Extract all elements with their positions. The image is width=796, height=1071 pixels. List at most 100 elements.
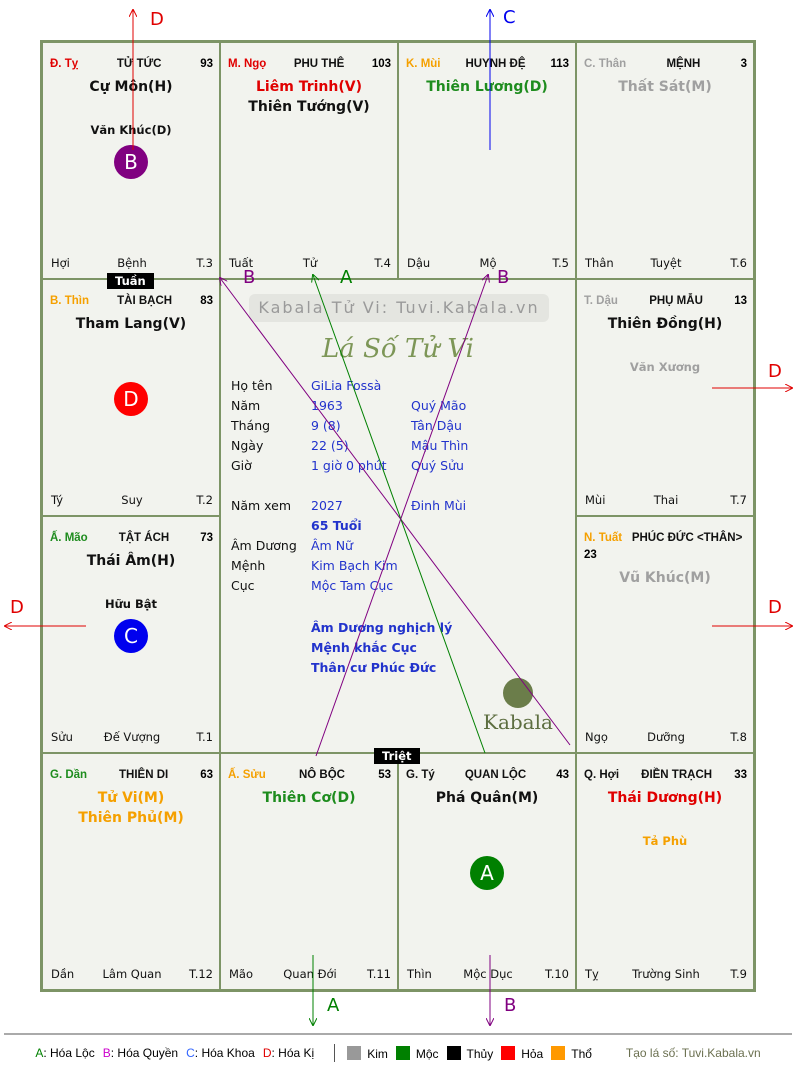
minor-star: Văn Khúc(D) bbox=[90, 123, 172, 137]
footer-branch: Tuất bbox=[229, 256, 254, 270]
element-swatch bbox=[501, 1045, 516, 1060]
kabala-logo[interactable]: Kabala bbox=[483, 678, 553, 734]
main-stars: Thái Âm(H) bbox=[43, 551, 219, 571]
life-stage: Quan Đới bbox=[283, 967, 337, 981]
arrow-label: D bbox=[10, 597, 24, 618]
palace-name: PHÚC ĐỨC <THÂN> bbox=[631, 532, 743, 544]
element-label: Thổ bbox=[571, 1046, 592, 1061]
info-label: Giờ bbox=[231, 458, 252, 473]
credit-link[interactable]: Tạo lá số: Tuvi.Kabala.vn bbox=[625, 1046, 761, 1060]
tuan-tag: Tuần bbox=[107, 273, 154, 289]
footer-branch: Thân bbox=[585, 256, 614, 270]
footer-branch: Hợi bbox=[51, 256, 70, 270]
life-stage: Trường Sinh bbox=[632, 967, 700, 981]
info-label: Năm bbox=[231, 398, 261, 413]
chart-board: Kabala Tử Vi: Tuvi.Kabala.vn Lá Số Tử Vi… bbox=[40, 40, 756, 992]
legend-key-text: : Hóa Khoa bbox=[194, 1046, 255, 1060]
arrow-label: B bbox=[243, 267, 256, 288]
chart-note: Mệnh khắc Cục bbox=[311, 640, 417, 655]
hoa-badge: B bbox=[114, 145, 148, 179]
stem-branch: Đ. Tỵ bbox=[50, 58, 79, 70]
main-star: Thiên Đồng(H) bbox=[607, 316, 723, 332]
decade-label: T.8 bbox=[730, 730, 747, 744]
arrow-label: C bbox=[503, 7, 516, 28]
info-value: 1 giờ 0 phút bbox=[311, 458, 387, 473]
life-stage: Tuyệt bbox=[650, 256, 682, 270]
legend-key-text: : Hóa Lộc bbox=[43, 1046, 95, 1060]
info-label: Ngày bbox=[231, 438, 264, 453]
footer-branch: Dần bbox=[51, 967, 75, 981]
legend-element: Kim bbox=[347, 1045, 388, 1061]
life-stage: Tử bbox=[302, 256, 318, 270]
info-label: Họ tên bbox=[231, 378, 273, 393]
decade-label: T.5 bbox=[552, 256, 569, 270]
hoa-badge: D bbox=[114, 382, 148, 416]
arrow-label: B bbox=[504, 995, 517, 1016]
main-star: Thái Dương(H) bbox=[607, 790, 723, 806]
palace-name: TẬT ÁCH bbox=[118, 532, 170, 544]
info-extra: Quý Mão bbox=[411, 398, 467, 413]
palace-number: 73 bbox=[200, 532, 213, 544]
info-value: Mộc Tam Cục bbox=[311, 578, 394, 593]
decade-label: T.1 bbox=[196, 730, 213, 744]
legend-key-letter: A bbox=[35, 1046, 44, 1060]
main-stars: Cự Môn(H) bbox=[43, 77, 219, 97]
main-star: Vũ Khúc(M) bbox=[619, 570, 711, 586]
stem-branch: B. Thìn bbox=[50, 295, 89, 307]
legend-key: B: Hóa Quyền bbox=[103, 1046, 178, 1060]
info-value: GiLia Fossà bbox=[311, 378, 382, 393]
minor-star: Hữu Bật bbox=[104, 597, 158, 611]
info-value: 65 Tuổi bbox=[311, 518, 362, 533]
arrow-label: B bbox=[497, 267, 510, 288]
legend-key-text: : Hóa Kị bbox=[271, 1046, 315, 1060]
element-swatch bbox=[446, 1045, 461, 1060]
life-stage: Thai bbox=[653, 493, 679, 507]
stem-branch: K. Mùi bbox=[406, 58, 441, 70]
main-stars: Tử Vi(M)Thiên Phủ(M) bbox=[43, 788, 219, 828]
main-stars: Vũ Khúc(M) bbox=[577, 568, 753, 588]
main-star: Liêm Trinh(V) bbox=[256, 79, 362, 95]
element-label: Mộc bbox=[415, 1046, 439, 1061]
main-star: Tử Vi(M) bbox=[97, 790, 165, 806]
info-value: Kim Bạch Kim bbox=[311, 558, 398, 573]
info-label: Âm Dương bbox=[231, 538, 297, 553]
info-label bbox=[231, 476, 311, 496]
stem-branch: Ấ. Mão bbox=[50, 532, 88, 544]
life-stage: Mộ bbox=[479, 256, 497, 270]
palace-name: MỆNH bbox=[666, 58, 701, 70]
footer-branch: Thìn bbox=[407, 967, 432, 981]
main-stars: Thái Dương(H) bbox=[577, 788, 753, 808]
decade-label: T.2 bbox=[196, 493, 213, 507]
